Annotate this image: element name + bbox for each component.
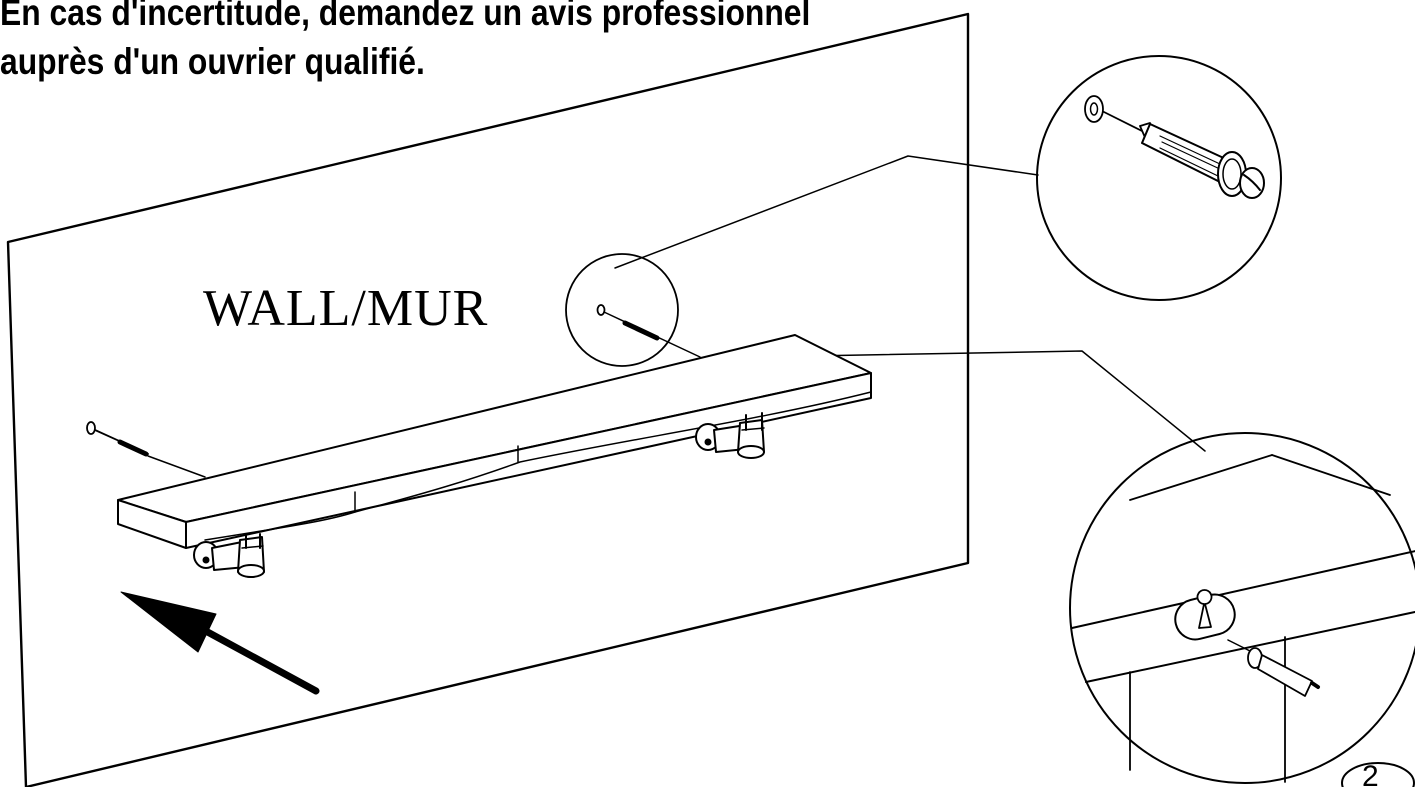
detail-wall-plug [1036,55,1282,301]
wall-label: WALL/MUR [203,280,489,337]
warning-line-1: En cas d'incertitude, demandez un avis p… [0,0,811,33]
wall-panel [6,12,970,787]
direction-arrow [120,591,320,695]
pipe-bracket-right [695,412,765,459]
step-number: 2 [1362,760,1379,787]
detail-keyhole-slot [1069,432,1415,784]
leader-line-top-detail [614,155,1039,269]
warning-line-2: auprès d'un ouvrier qualifié. [0,41,425,82]
leader-line-left [147,455,206,478]
wall-plug-left [86,421,149,457]
detail-marker-circle [565,253,679,367]
shelf-board [117,334,872,549]
wall-plug-middle [596,304,701,358]
pipe-bracket-left [193,533,265,578]
warning-note: En cas d'incertitude, demandez un avis p… [0,0,810,86]
step-number-circle [1341,762,1415,787]
